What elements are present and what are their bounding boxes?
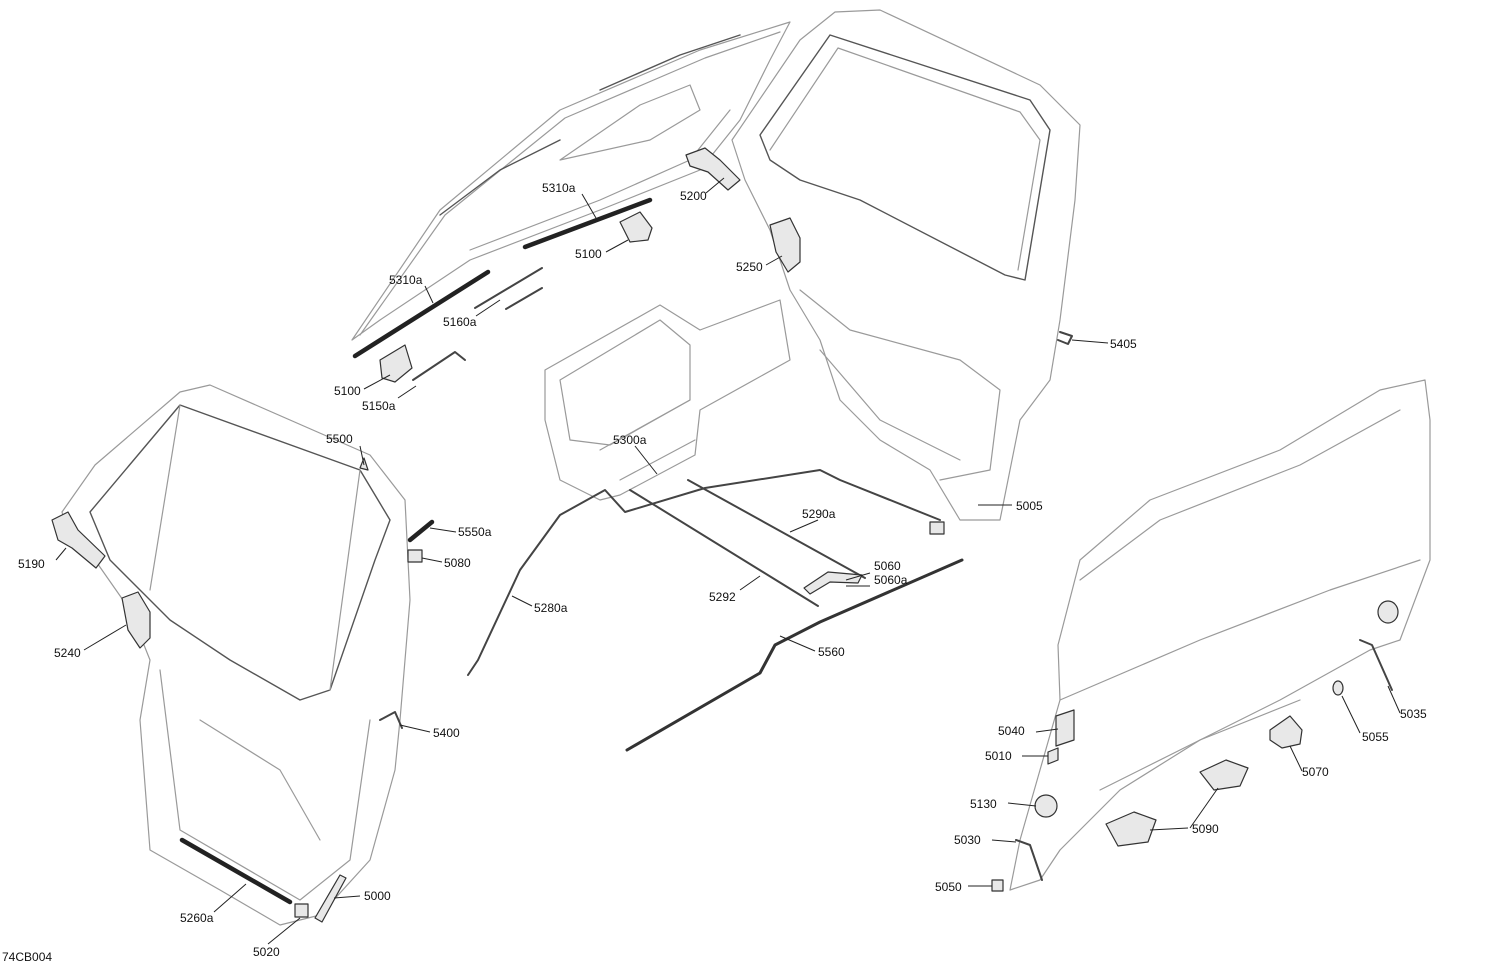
callout-5200: 5200 (680, 189, 707, 203)
seal-strip-upper (522, 197, 653, 250)
right-door-frame (731, 9, 1081, 521)
hinge-5190 (51, 511, 106, 569)
callout-5020: 5020 (253, 945, 280, 959)
callout-5060a: 5060a (874, 573, 908, 587)
hinge-bracket-upper (619, 211, 653, 243)
callout-5130: 5130 (970, 797, 997, 811)
callout-5290a: 5290a (802, 507, 836, 521)
callout-5190: 5190 (18, 557, 45, 571)
callout-5055: 5055 (1362, 730, 1389, 744)
callout-5150a: 5150a (362, 399, 396, 413)
callout-5060: 5060 (874, 559, 901, 573)
grommet-upper (1377, 600, 1399, 624)
strip-5030 (1015, 839, 1043, 881)
callout-5260a: 5260a (180, 911, 214, 925)
callout-5280a: 5280a (534, 601, 568, 615)
callout-5010: 5010 (985, 749, 1012, 763)
hinge-5240 (121, 591, 151, 649)
seal-5550a (407, 519, 435, 543)
bracket-5090-upper (1199, 759, 1249, 791)
hook-5405 (1057, 331, 1073, 345)
callout-5560: 5560 (818, 645, 845, 659)
rod-5560 (625, 558, 964, 752)
grommet-5130 (1034, 794, 1058, 818)
pad-5080 (407, 549, 423, 563)
callout-5050: 5050 (935, 880, 962, 894)
bracket-5400 (379, 711, 403, 729)
block-5070 (1269, 715, 1303, 749)
rod-5290a (687, 479, 866, 579)
seal-5260a (179, 837, 293, 905)
callout-5035: 5035 (1400, 707, 1427, 721)
pad-5040 (1055, 709, 1075, 747)
clip-5060 (803, 571, 863, 595)
callout-5080: 5080 (444, 556, 471, 570)
callout-5000: 5000 (364, 889, 391, 903)
rod-5292 (629, 489, 819, 607)
pad-5010 (1047, 747, 1059, 765)
cap-5020 (294, 903, 309, 918)
strip-5035 (1359, 639, 1393, 691)
callout-5500: 5500 (326, 432, 353, 446)
hinge-plate-5250 (769, 217, 801, 273)
callout-5040: 5040 (998, 724, 1025, 738)
callout-5030: 5030 (954, 833, 981, 847)
left-door-frame (61, 384, 411, 926)
latch-rod (412, 351, 466, 381)
callout-5005: 5005 (1016, 499, 1043, 513)
callout-5090: 5090 (1192, 822, 1219, 836)
callout-5310a-upper: 5310a (542, 181, 576, 195)
leader-lines (55, 177, 1401, 945)
end-cap-5005 (929, 521, 945, 535)
callout-5160a: 5160a (443, 315, 477, 329)
callout-5310a-lower: 5310a (389, 273, 423, 287)
callout-5405: 5405 (1110, 337, 1137, 351)
reference-code: 74CB004 (2, 950, 52, 964)
trim-strip-a (474, 267, 543, 309)
hinge-plate-5200 (685, 147, 741, 191)
trim-5000 (314, 874, 347, 923)
seal-strip-lower (352, 269, 491, 359)
trim-strip-b (505, 287, 543, 310)
callout-labels: 5310a 5310a 5200 5100 5250 5160a 5100 51… (18, 181, 1427, 959)
callout-5550a: 5550a (458, 525, 492, 539)
callout-5100-upper: 5100 (575, 247, 602, 261)
callout-5100-lower: 5100 (334, 384, 361, 398)
callout-5070: 5070 (1302, 765, 1329, 779)
callout-5250: 5250 (736, 260, 763, 274)
callout-5240: 5240 (54, 646, 81, 660)
windshield-panel (351, 21, 791, 341)
bracket-5090-lower (1105, 811, 1157, 847)
rear-panel (1009, 379, 1431, 891)
cap-5050 (991, 879, 1004, 892)
center-seat-box (544, 299, 791, 501)
callout-5300a: 5300a (613, 433, 647, 447)
hinge-bracket-lower (379, 344, 413, 383)
rod-5280a (467, 469, 941, 676)
bushing-5055 (1332, 680, 1344, 696)
callout-5400: 5400 (433, 726, 460, 740)
callout-5292: 5292 (709, 590, 736, 604)
